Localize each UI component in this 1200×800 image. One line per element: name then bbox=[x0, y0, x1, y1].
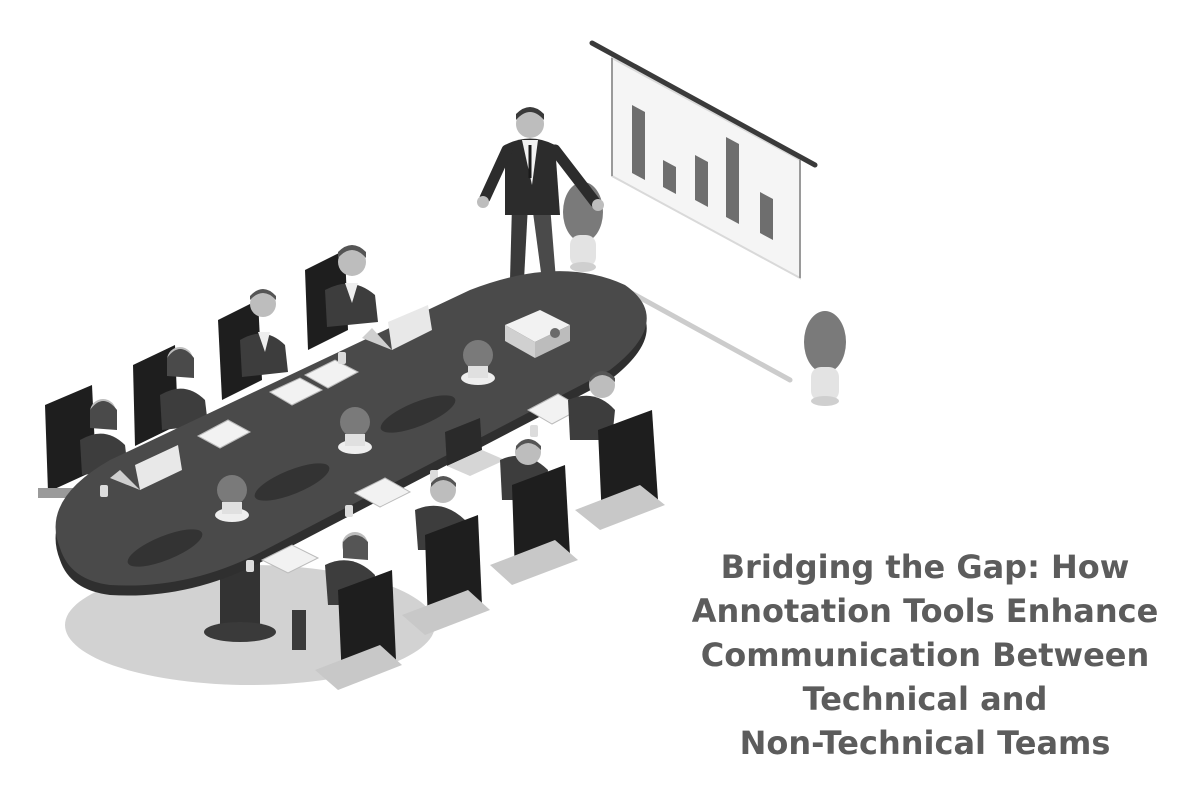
chair bbox=[402, 515, 490, 635]
conference-speaker-icon bbox=[338, 407, 372, 454]
potted-plant-icon bbox=[563, 182, 603, 272]
table-items bbox=[100, 305, 584, 574]
conference-speaker-icon bbox=[461, 340, 495, 385]
headline-line-3: Communication Between bbox=[700, 636, 1150, 674]
laptop-icon bbox=[445, 418, 505, 476]
headline-line-5: Non-Technical Teams bbox=[739, 724, 1111, 762]
conference-speaker-icon bbox=[215, 475, 249, 522]
chair bbox=[575, 410, 665, 530]
laptop-icon bbox=[362, 305, 432, 350]
headline-line-1: Bridging the Gap: How bbox=[720, 548, 1130, 586]
attendee-1 bbox=[80, 399, 128, 475]
chair bbox=[292, 570, 402, 690]
chairs-front-row bbox=[292, 410, 665, 690]
headline-line-2: Annotation Tools Enhance bbox=[691, 592, 1159, 630]
cups bbox=[100, 352, 538, 572]
chair bbox=[490, 465, 578, 585]
headline-line-4: Technical and bbox=[802, 680, 1048, 718]
potted-plant-icon bbox=[804, 311, 846, 406]
projection-screen-icon bbox=[589, 40, 818, 383]
headline: Bridging the Gap: How Annotation Tools E… bbox=[660, 545, 1190, 765]
attendee-3 bbox=[240, 289, 288, 377]
laptop-icon bbox=[110, 445, 182, 490]
projector-icon bbox=[505, 310, 570, 358]
attendee-4 bbox=[325, 245, 378, 327]
screen-bar-chart-graphic bbox=[632, 105, 773, 240]
